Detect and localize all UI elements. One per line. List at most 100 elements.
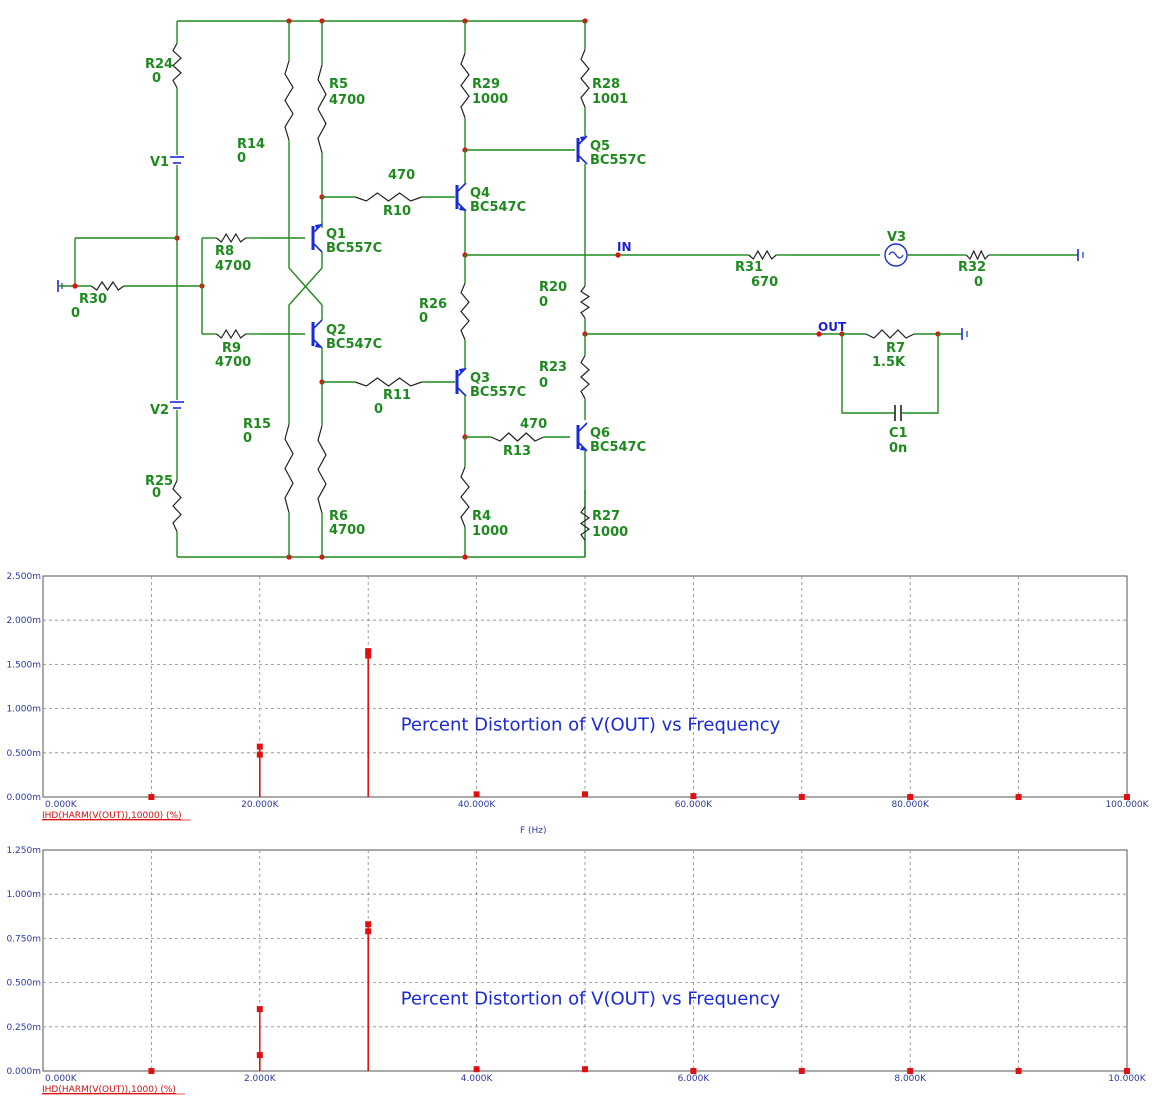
label-r27-value: 1000 (592, 525, 628, 540)
transistor-q5 (576, 135, 588, 165)
wire (288, 180, 323, 306)
junction-dot (72, 283, 78, 289)
resistor-r14 (284, 60, 294, 141)
junction-dot (816, 331, 822, 337)
resistor-r15 (284, 424, 294, 513)
label-v2-name: V2 (150, 403, 169, 418)
resistor-r23 (580, 355, 590, 399)
wire (841, 334, 895, 414)
data-point (365, 652, 372, 659)
data-point (365, 928, 372, 935)
label-r9-value: 4700 (215, 355, 251, 370)
label-r7-name: R7 (886, 341, 905, 356)
transistor-q3 (455, 367, 467, 397)
label-r15-name: R15 (243, 417, 271, 432)
wire (901, 334, 939, 414)
label-r20-name: R20 (539, 280, 567, 295)
label-r26-value: 0 (419, 311, 428, 326)
data-point (798, 1068, 805, 1074)
data-point (1124, 794, 1130, 800)
y-tick-label: 0.250m (6, 1023, 41, 1033)
resistor-r20 (579, 285, 591, 319)
trace-label: IHD(HARM(V(OUT)),10000) (%) (42, 811, 182, 821)
data-point (1015, 794, 1022, 800)
label-r14-name: R14 (237, 137, 265, 152)
y-tick-label: 0.000m (6, 793, 41, 803)
data-point (365, 648, 372, 655)
data-point (907, 1068, 914, 1074)
resistor-r6 (317, 425, 327, 514)
data-point (473, 1066, 480, 1073)
label-q2-name: Q2 (326, 323, 346, 338)
label-r27-name: R27 (592, 509, 620, 524)
label-r32-name: R32 (958, 260, 986, 275)
y-tick-label: 2.500m (6, 572, 41, 582)
resistor-r30 (90, 280, 125, 292)
label-q5-value: BC557C (590, 153, 646, 168)
transistor-q2 (311, 319, 323, 349)
label-r26-name: R26 (419, 297, 447, 312)
label-r9-name: R9 (222, 341, 241, 356)
resistor-r31 (748, 249, 777, 261)
chart-title: Percent Distortion of V(OUT) vs Frequenc… (401, 715, 781, 736)
junction-dot (615, 252, 621, 258)
x-tick-label: 20.000K (241, 800, 279, 810)
label-r32-value: 0 (974, 275, 983, 290)
label-q4-name: Q4 (470, 186, 490, 201)
label-r28-name: R28 (592, 77, 620, 92)
label-r11-name: R11 (383, 388, 411, 403)
resistor-r11 (355, 377, 422, 387)
label-r13-name: R13 (503, 444, 531, 459)
y-tick-label: 0.750m (6, 934, 41, 944)
x-tick-label: 0.000K (45, 1074, 78, 1084)
resistor-r25 (172, 480, 182, 532)
transistor-q6 (576, 422, 588, 452)
resistor-r29 (460, 53, 470, 118)
resistor-r7 (865, 329, 915, 339)
junction-dot (462, 554, 468, 560)
transistor-q4 (455, 182, 467, 212)
node-label-out: OUT (818, 320, 847, 334)
data-point (582, 791, 588, 798)
label-r8-name: R8 (215, 244, 234, 259)
y-tick-label: 1.250m (6, 846, 41, 856)
y-tick-label: 1.000m (6, 890, 41, 900)
data-point (365, 921, 372, 928)
label-r8-value: 4700 (215, 259, 251, 274)
y-tick-label: 0.500m (6, 979, 41, 989)
data-point (256, 1006, 263, 1013)
label-r7-value: 1.5K (872, 355, 906, 370)
resistor-r5 (317, 64, 327, 154)
label-r24-name: R24 (145, 57, 173, 72)
label-q3-value: BC557C (470, 385, 526, 400)
label-r30-value: 0 (71, 306, 80, 321)
label-r23-name: R23 (539, 360, 567, 375)
label-q4-value: BC547C (470, 200, 526, 215)
label-v3-name: V3 (887, 230, 906, 245)
resistor-r4 (460, 466, 470, 528)
x-tick-label: 40.000K (458, 800, 496, 810)
label-r28-value: 1001 (592, 92, 628, 107)
x-tick-label: 100.000K (1105, 800, 1149, 810)
data-point (256, 743, 263, 750)
data-point (256, 751, 263, 758)
data-point (798, 794, 805, 800)
label-q6-value: BC547C (590, 440, 646, 455)
trace-label: IHD(HARM(V(OUT)),1000) (%) (42, 1085, 176, 1095)
data-point (907, 794, 914, 800)
label-q3-name: Q3 (470, 371, 490, 386)
x-tick-label: 80.000K (891, 800, 929, 810)
label-r4-name: R4 (472, 509, 491, 524)
label-r13-value: 470 (520, 417, 547, 432)
label-r10-name: R10 (383, 204, 411, 219)
data-point (148, 794, 155, 800)
data-point (1124, 1068, 1130, 1074)
resistor-r28 (580, 49, 590, 108)
label-r11-value: 0 (374, 402, 383, 417)
label-r5-value: 4700 (329, 93, 365, 108)
resistor-r13 (491, 432, 544, 442)
label-q1-name: Q1 (326, 227, 346, 242)
resistor-r9 (216, 328, 246, 340)
